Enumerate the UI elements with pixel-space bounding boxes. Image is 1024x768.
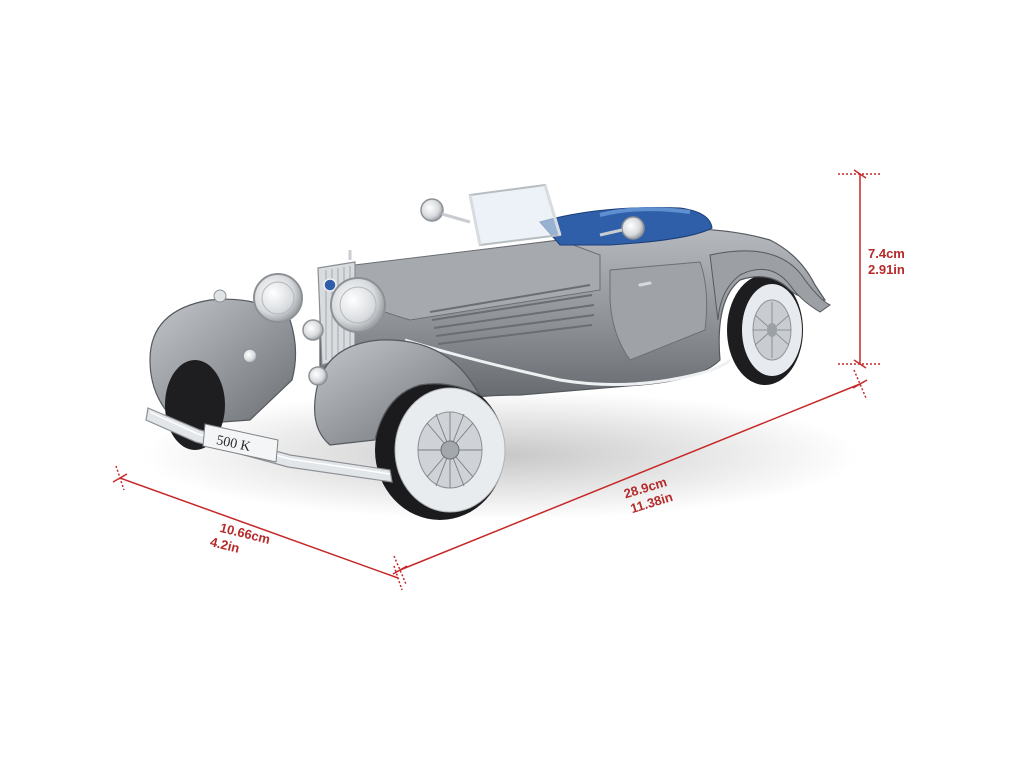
headlights <box>213 198 645 386</box>
license-plate-text: 500 K <box>215 433 252 455</box>
front-right-fender <box>313 339 482 446</box>
height-label: 7.4cm 2.91in <box>868 246 905 278</box>
rear-wheel <box>727 275 803 385</box>
height-metric: 7.4cm <box>868 246 905 261</box>
height-dimension-line <box>838 169 882 369</box>
width-dimension-line <box>112 465 403 591</box>
license-plate: 500 K <box>202 423 279 463</box>
front-wheel <box>375 380 506 520</box>
hood-vents <box>429 284 595 345</box>
height-imperial: 2.91in <box>868 262 905 277</box>
length-dimension-line <box>392 369 868 585</box>
